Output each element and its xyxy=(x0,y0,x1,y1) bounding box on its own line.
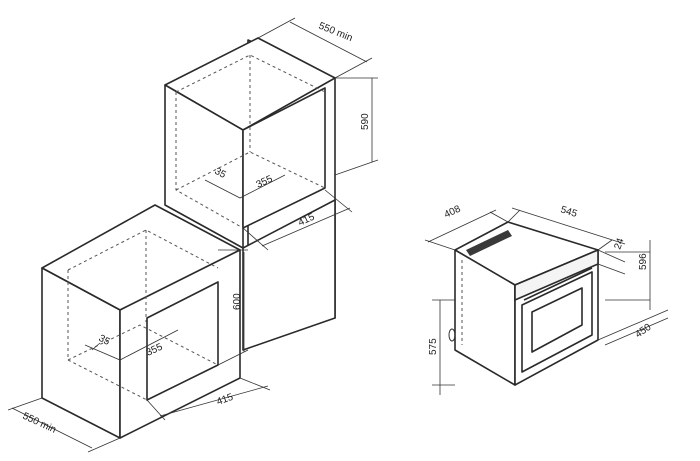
dim-oven-body-height: 575 xyxy=(428,338,439,355)
dim-column-inner-depth: 35 xyxy=(213,166,228,181)
dim-base-inner-depth: 35 xyxy=(97,333,112,348)
dim-column-depth: 550 min xyxy=(317,21,354,45)
base-cabinet xyxy=(41,204,241,439)
column-inner-dim-lines xyxy=(204,174,286,199)
dim-oven-panel: 24 xyxy=(612,236,626,251)
oven xyxy=(448,221,599,386)
column-cabinet xyxy=(164,37,336,351)
dim-oven-height: 596 xyxy=(638,253,649,270)
dimension-lines xyxy=(7,17,379,453)
dim-oven-side: 450 xyxy=(633,322,653,341)
column-hidden-3 xyxy=(175,151,326,191)
base-inner-tick xyxy=(91,342,101,351)
column-hidden-2 xyxy=(175,54,326,93)
dim-column-height: 590 xyxy=(360,113,371,130)
dim-oven-width: 408 xyxy=(443,204,463,221)
oven-dimension-lines xyxy=(424,207,669,395)
dim-base-depth: 550 min xyxy=(21,411,58,436)
dim-base-height: 600 xyxy=(232,293,243,310)
dim-base-width: 415 xyxy=(215,392,235,408)
oven-vent-strip xyxy=(466,230,512,256)
column-lower-panel xyxy=(242,199,336,351)
oven-side-connector xyxy=(448,328,456,342)
column-niche-opening xyxy=(242,87,326,229)
base-inner-dim-lines xyxy=(84,329,179,361)
oven-door-handle xyxy=(523,267,593,301)
dim-oven-depth: 545 xyxy=(559,204,579,220)
oven-door-window xyxy=(531,287,583,353)
